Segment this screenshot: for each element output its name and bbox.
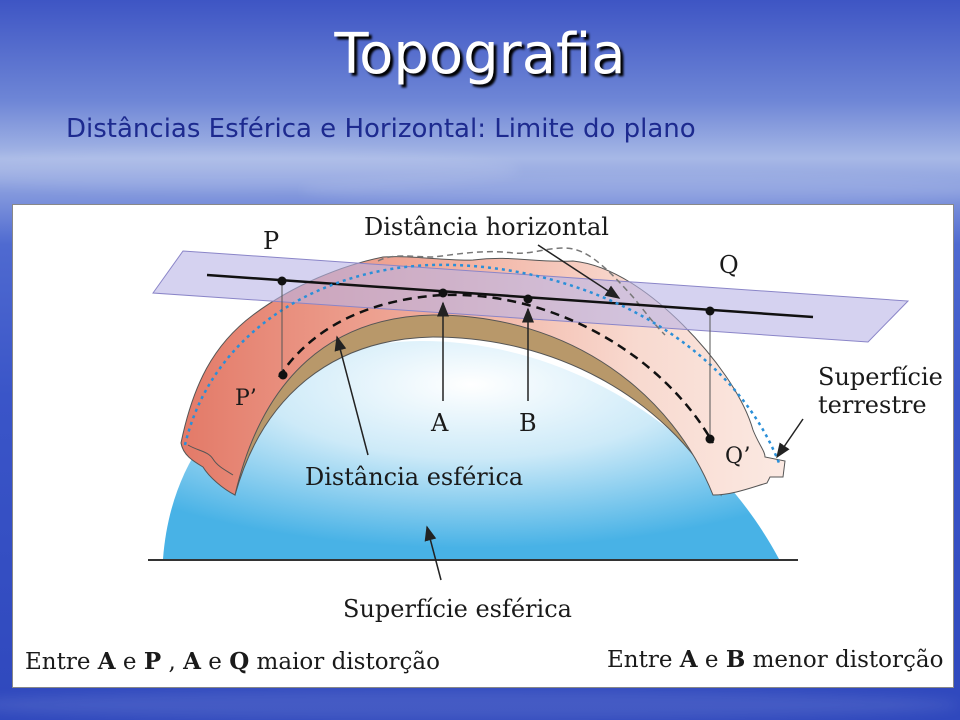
spherical-surface: [163, 341, 779, 559]
label-spherical-distance: Distância esférica: [305, 463, 523, 491]
slide-subtitle: Distâncias Esférica e Horizontal: Limite…: [66, 114, 696, 144]
terrain-detail: [187, 444, 234, 476]
spherical-arc-dotted: [183, 263, 781, 464]
label-horizontal-distance: Distância horizontal: [364, 213, 609, 241]
arrow-spherical-surface: [424, 525, 442, 581]
label-earth-surface-line2: terrestre: [818, 391, 927, 419]
label-point-q: Q: [719, 251, 739, 279]
arrow-earth-surface: [776, 418, 804, 459]
arrow-spherical-distance: [334, 335, 369, 456]
point-p: [277, 276, 287, 286]
point-p-prime: [278, 370, 288, 380]
label-spherical-surface: Superfície esférica: [343, 595, 572, 623]
point-a-top: [438, 288, 448, 298]
point-b-top: [523, 294, 533, 304]
point-q-prime: [705, 434, 715, 444]
label-point-p-prime: P’: [235, 386, 257, 411]
arrow-horizontal-distance: [537, 244, 621, 299]
figure-panel: Distância horizontal P Q P’ Q’ A B Distâ…: [12, 204, 954, 688]
point-q: [705, 306, 715, 316]
label-point-a: A: [430, 409, 449, 437]
note-left: Entre A e P , A e Q maior distorção: [25, 648, 440, 675]
label-point-p: P: [263, 227, 279, 255]
spherical-distance-arc: [277, 293, 715, 444]
note-right: Entre A e B menor distorção: [607, 646, 943, 673]
label-earth-surface-line1: Superfície: [818, 363, 943, 391]
label-point-q-prime: Q’: [725, 444, 750, 469]
topography-diagram: Distância horizontal P Q P’ Q’ A B Distâ…: [25, 213, 943, 675]
label-point-b: B: [519, 409, 537, 437]
terrain-top-outline: [377, 247, 666, 336]
slide-title: Topografia: [334, 22, 626, 87]
